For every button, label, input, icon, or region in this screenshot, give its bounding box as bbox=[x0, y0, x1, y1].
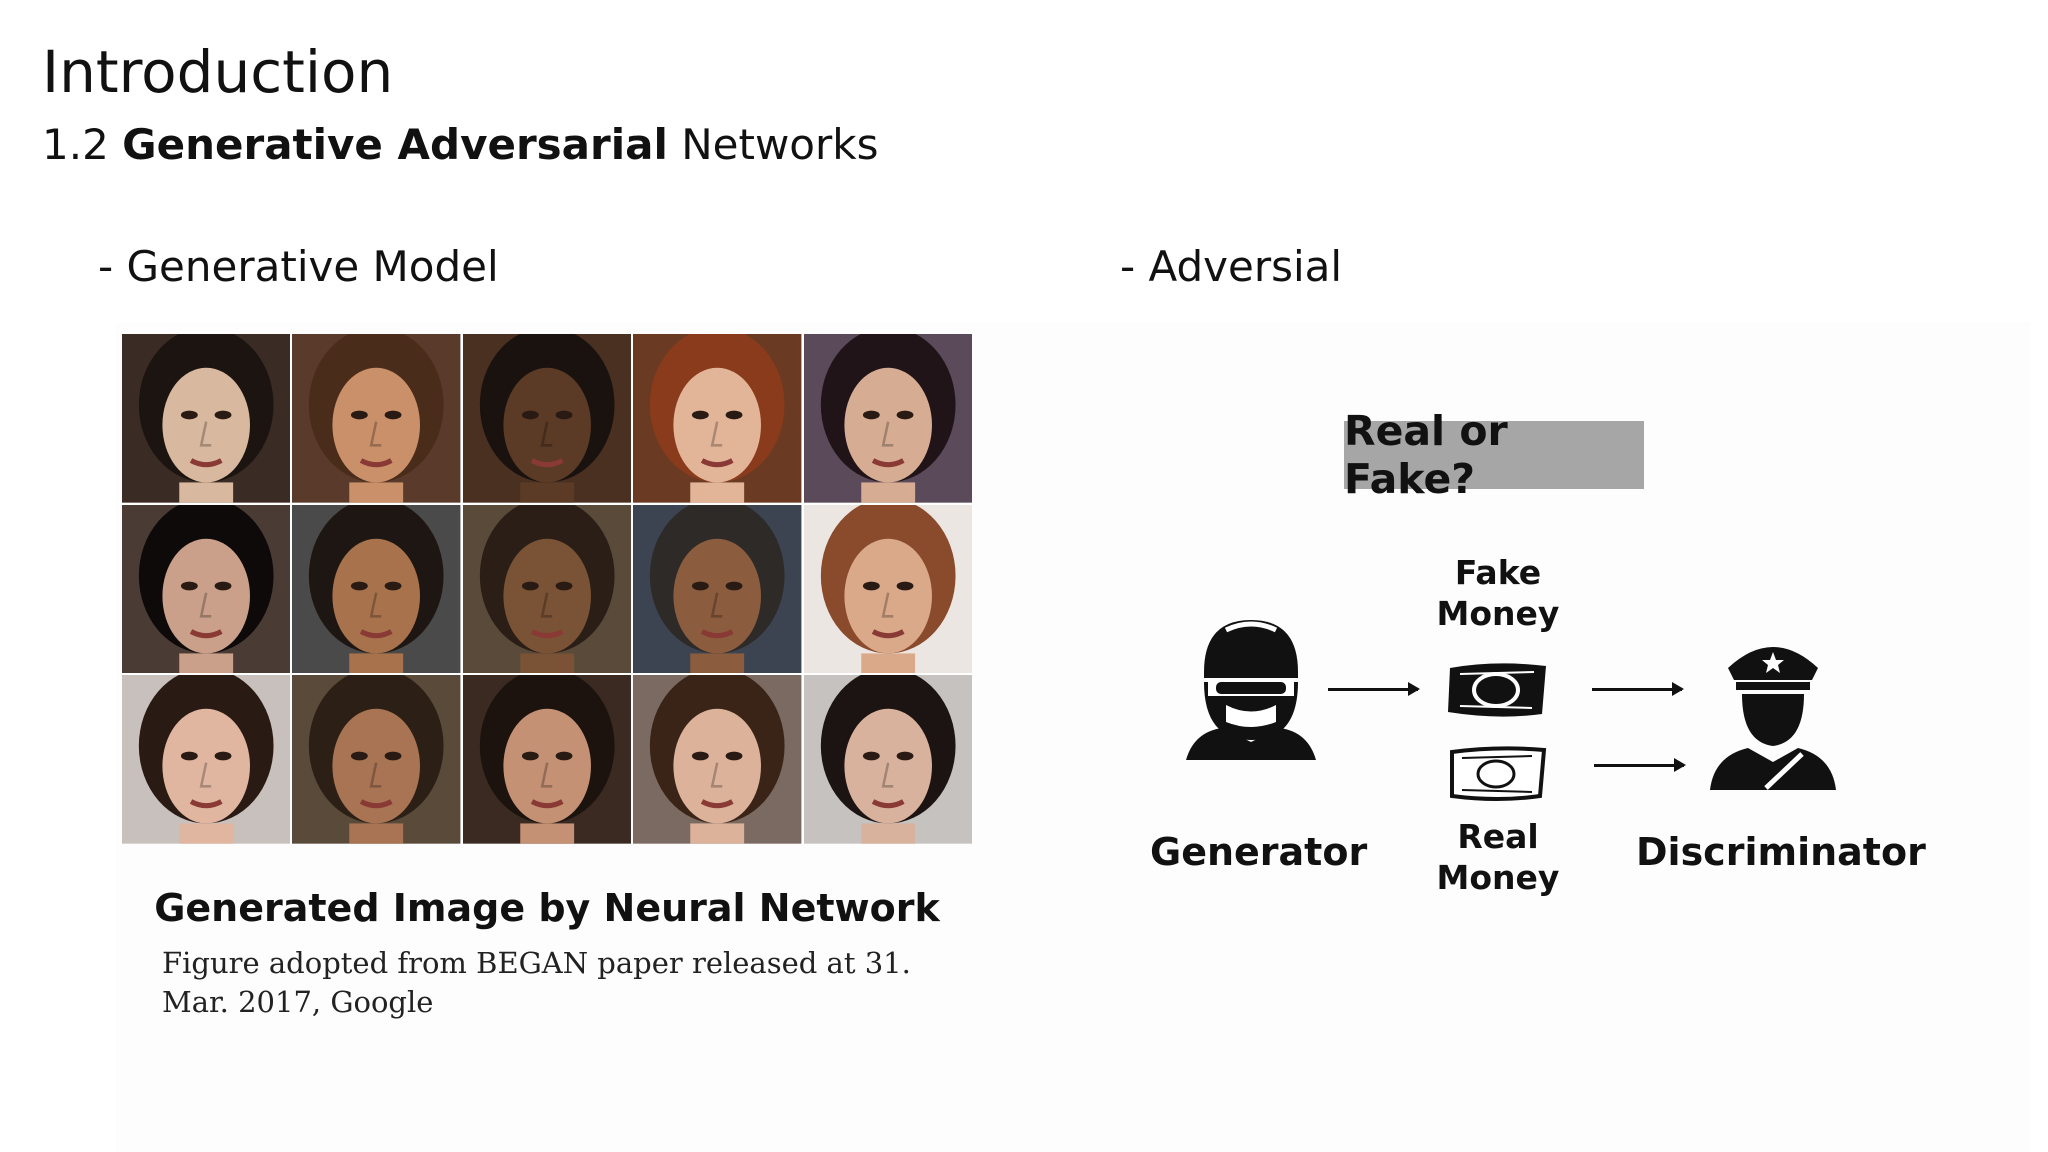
generated-face bbox=[292, 675, 461, 844]
generated-faces-grid bbox=[122, 334, 972, 844]
generated-face bbox=[803, 334, 972, 503]
arrow-real-to-discriminator bbox=[1594, 758, 1686, 772]
generated-face bbox=[633, 675, 802, 844]
figure-caption-title: Generated Image by Neural Network bbox=[154, 886, 940, 930]
generated-face bbox=[292, 334, 461, 503]
generated-face bbox=[462, 675, 632, 844]
slide-subtitle: 1.2 Generative Adversarial Networks bbox=[42, 120, 878, 169]
arrow-fake-to-discriminator bbox=[1592, 682, 1684, 696]
generated-face bbox=[122, 675, 291, 844]
slide-title: Introduction bbox=[42, 38, 394, 106]
generated-face bbox=[122, 504, 291, 674]
discriminator-label: Discriminator bbox=[1636, 830, 1926, 874]
generated-face bbox=[462, 334, 632, 503]
fake-money-label: Fake Money bbox=[1436, 553, 1560, 633]
generated-face bbox=[122, 334, 291, 503]
generated-face bbox=[803, 675, 972, 844]
generated-face bbox=[462, 504, 632, 674]
real-money-label: Real Money bbox=[1436, 817, 1560, 897]
real-or-fake-box: Real or Fake? bbox=[1344, 407, 1644, 503]
police-officer-icon bbox=[1710, 632, 1836, 790]
generated-face bbox=[633, 504, 802, 674]
adversial-heading: - Adversial bbox=[1120, 242, 1343, 291]
generated-face bbox=[803, 504, 972, 674]
subtitle-rest: Networks bbox=[681, 120, 879, 169]
subtitle-number: 1.2 bbox=[42, 120, 109, 169]
thief-icon bbox=[1186, 610, 1316, 760]
generator-label: Generator bbox=[1150, 830, 1368, 874]
generative-model-heading: - Generative Model bbox=[98, 242, 499, 291]
generated-face bbox=[292, 504, 461, 674]
generated-face bbox=[633, 334, 802, 503]
real-money-icon bbox=[1448, 746, 1548, 802]
figure-caption-note: Figure adopted from BEGAN paper released… bbox=[162, 946, 911, 1019]
fake-money-icon bbox=[1446, 660, 1550, 720]
subtitle-bold: Generative Adversarial bbox=[122, 120, 668, 169]
arrow-generator-to-fake bbox=[1328, 682, 1420, 696]
